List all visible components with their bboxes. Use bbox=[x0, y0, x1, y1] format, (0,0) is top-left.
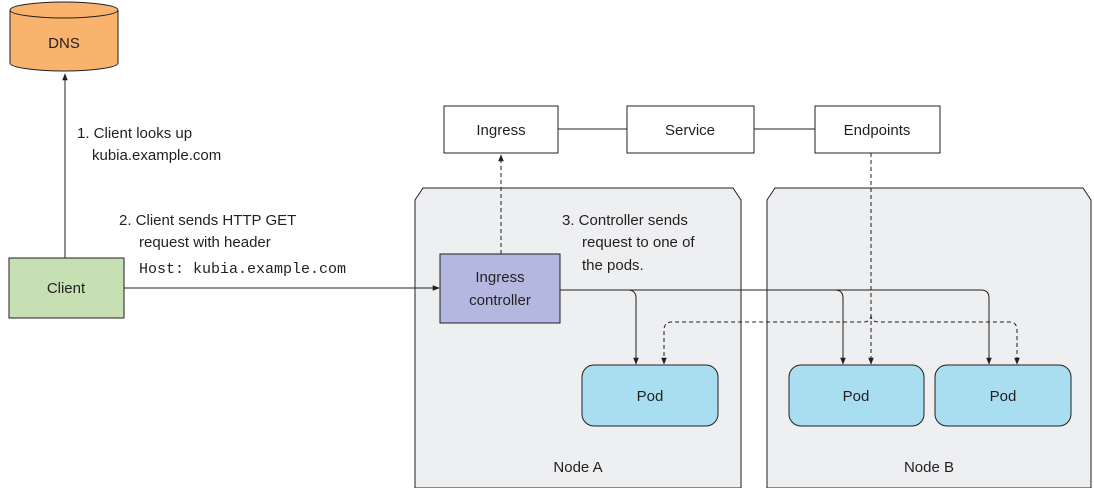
endpoints-box: Endpoints bbox=[814, 105, 941, 154]
node-b: Node B bbox=[766, 187, 1092, 488]
step3-line2: request to one of bbox=[582, 234, 695, 251]
pod-node-b-2-label: Pod bbox=[990, 388, 1017, 405]
step2-line2: request with header bbox=[139, 234, 271, 251]
step1-line2: kubia.example.com bbox=[92, 147, 221, 164]
node-a-label: Node A bbox=[553, 459, 602, 476]
dns-database: DNS bbox=[9, 1, 119, 72]
step2-host-header: Host: kubia.example.com bbox=[139, 261, 346, 278]
ingress-controller-line1: Ingress bbox=[475, 269, 524, 286]
ingress-label: Ingress bbox=[476, 122, 525, 139]
endpoints-to-pods-paths bbox=[661, 153, 1020, 365]
step2-line1: 2. Client sends HTTP GET bbox=[119, 212, 296, 229]
step1-line1: 1. Client looks up bbox=[77, 125, 192, 142]
pod-node-b-1: Pod bbox=[788, 364, 925, 427]
endpoints-label: Endpoints bbox=[844, 122, 911, 139]
node-b-label: Node B bbox=[904, 459, 954, 476]
dns-label: DNS bbox=[48, 35, 80, 52]
step3-line3: the pods. bbox=[582, 257, 644, 274]
client-box: Client bbox=[8, 257, 125, 319]
client-label: Client bbox=[47, 280, 86, 297]
pod-node-b-1-label: Pod bbox=[843, 388, 870, 405]
controller-to-pods-paths bbox=[560, 289, 992, 365]
service-box: Service bbox=[626, 105, 755, 154]
ingress-controller-box: Ingress controller bbox=[439, 253, 561, 324]
ingress-box: Ingress bbox=[443, 105, 559, 154]
pod-node-a-label: Pod bbox=[637, 388, 664, 405]
service-label: Service bbox=[665, 122, 715, 139]
pod-node-a: Pod bbox=[581, 364, 719, 427]
pod-node-b-2: Pod bbox=[934, 364, 1072, 427]
ingress-controller-line2: controller bbox=[469, 292, 531, 309]
step3-line1: 3. Controller sends bbox=[562, 212, 688, 229]
node-a: Node A bbox=[414, 187, 742, 488]
